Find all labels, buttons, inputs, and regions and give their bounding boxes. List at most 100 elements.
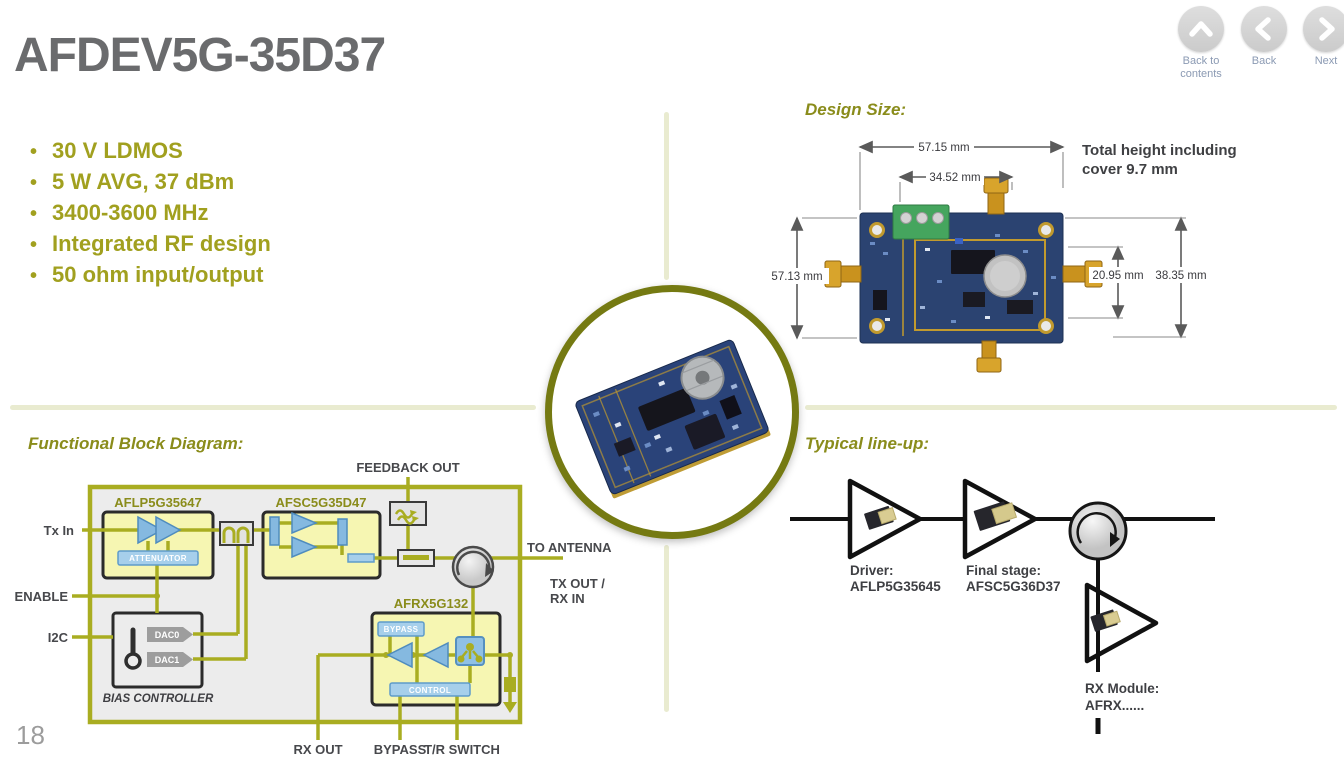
enable-label: ENABLE xyxy=(15,589,69,604)
sma-connector-bottom xyxy=(976,340,1002,373)
tr-switch-symbol xyxy=(455,636,485,666)
chevron-left-icon xyxy=(1255,17,1271,41)
rx-module-label: RX Module: xyxy=(1085,681,1159,696)
pcb-trace-outline xyxy=(581,345,763,489)
terminal-block xyxy=(892,204,950,240)
isolator-can xyxy=(680,355,725,400)
mounting-holes xyxy=(869,222,1054,334)
functional-block-diagram: ATTENUATOR BYPASS CONTROL xyxy=(15,460,613,757)
product-photo-badge xyxy=(545,285,799,539)
bullet-dot: • xyxy=(30,172,38,194)
pcb-board xyxy=(859,212,1064,344)
dac0-tag: DAC0 xyxy=(147,627,193,642)
bullet-dot: • xyxy=(30,265,38,287)
dac1-tag: DAC1 xyxy=(147,652,193,667)
attenuator-bar-label: ATTENUATOR xyxy=(129,554,187,563)
rx-out-label: RX OUT xyxy=(293,742,342,757)
gold-trace-outline xyxy=(914,239,1046,331)
main-ic xyxy=(638,388,696,431)
bias-controller-label: BIAS CONTROLLER xyxy=(103,693,214,705)
chevron-right-icon xyxy=(1319,17,1335,41)
board-components xyxy=(873,238,1033,314)
circulator-symbol xyxy=(1068,501,1128,561)
driver-block-internals: ATTENUATOR xyxy=(117,515,199,566)
pcb-texture xyxy=(592,380,739,472)
edge-ic xyxy=(719,395,742,420)
tr-switch-port-label: T/R SWITCH xyxy=(424,742,500,757)
block-diagram-heading: Functional Block Diagram: xyxy=(28,434,244,453)
back-button[interactable]: Back xyxy=(1239,6,1289,68)
termination-body xyxy=(504,677,516,692)
dimension-labels: 57.15 mm 34.52 mm 57.13 mm 20.95 mm 38.3… xyxy=(766,139,1210,284)
final-chip-photo xyxy=(973,501,1018,531)
rx-in-label: RX IN xyxy=(550,591,585,606)
bullet-text: Integrated RF design xyxy=(52,231,271,256)
tx-out-label: TX OUT / xyxy=(550,576,605,591)
sma-connector-top xyxy=(983,177,1009,215)
back-label: Back xyxy=(1251,55,1277,67)
bypass-port-label: BYPASS xyxy=(374,742,427,757)
termination-arrow xyxy=(503,702,517,713)
list-item: • 50 ohm input/output xyxy=(30,262,271,293)
design-size-drawing: 57.15 mm 34.52 mm 57.13 mm 20.95 mm 38.3… xyxy=(766,139,1210,373)
next-label: Next xyxy=(1314,55,1338,67)
back-circle[interactable] xyxy=(1241,6,1287,52)
driver-chip-photo xyxy=(864,505,897,530)
chevron-up-icon xyxy=(1189,21,1213,37)
directional-coupler xyxy=(397,549,435,567)
bullet-dot: • xyxy=(30,203,38,225)
final-part: AFSC5G36D37 xyxy=(966,579,1061,594)
rx-block-internals: BYPASS CONTROL xyxy=(377,621,485,697)
total-height-note: Total height including cover 9.7 mm xyxy=(1082,142,1237,178)
bullet-dot: • xyxy=(30,141,38,163)
list-item: • 3400-3600 MHz xyxy=(30,200,271,231)
product-photo xyxy=(575,339,771,499)
divider-horizontal-left xyxy=(10,405,536,410)
lineup-heading: Typical line-up: xyxy=(805,434,930,453)
divider-vertical-bottom xyxy=(664,545,669,712)
bypass-bar-label: BYPASS xyxy=(384,625,419,634)
driver-block-label: AFLP5G35647 xyxy=(114,495,201,510)
dim-width-inner: 34.52 mm xyxy=(929,172,980,184)
pcb-texture-top xyxy=(870,234,1056,323)
bullet-text: 3400-3600 MHz xyxy=(52,200,209,225)
driver-part: AFLP5G35645 xyxy=(850,579,941,594)
bias-controller-box xyxy=(111,611,204,689)
design-size-heading: Design Size: xyxy=(805,100,907,119)
rx-chip-photo xyxy=(1090,609,1121,632)
dim-width-outer: 57.15 mm xyxy=(918,142,969,154)
next-circle[interactable] xyxy=(1303,6,1344,52)
list-item: • 5 W AVG, 37 dBm xyxy=(30,169,271,200)
circulator-symbol xyxy=(451,545,495,589)
list-item: •Integrated RF design xyxy=(30,231,271,262)
dim-height-inner: 20.95 mm xyxy=(1092,270,1143,282)
sma-connector-left xyxy=(824,260,862,288)
to-antenna-label: TO ANTENNA xyxy=(527,540,612,555)
next-button[interactable]: Next xyxy=(1301,6,1344,68)
back-to-contents-button[interactable]: Back to contents xyxy=(1176,6,1226,81)
i2c-label: I2C xyxy=(48,630,69,645)
dim-height-outer: 38.35 mm xyxy=(1155,270,1206,282)
driver-label: Driver: xyxy=(850,563,894,578)
final-block-label: AFSC5G35D47 xyxy=(275,495,366,510)
rx-module-part: AFRX...... xyxy=(1085,698,1144,713)
control-bar-label: CONTROL xyxy=(409,686,451,695)
dac1-label: DAC1 xyxy=(155,655,180,665)
page-number: 18 xyxy=(16,720,45,750)
back-to-contents-circle[interactable] xyxy=(1178,6,1224,52)
back-to-contents-label: Back to contents xyxy=(1180,55,1222,80)
feedback-out-label: FEEDBACK OUT xyxy=(356,460,459,475)
final-block-internals xyxy=(269,511,375,563)
rx-amp-symbol xyxy=(1084,582,1159,664)
small-ic xyxy=(613,437,636,457)
bullet-text: 50 ohm input/output xyxy=(52,262,264,287)
typical-lineup-schematic: Driver: AFLP5G35645 Final stage: AFSC5G3… xyxy=(790,478,1215,734)
pcb-top-view xyxy=(824,177,1108,373)
list-item: •30 V LDMOS xyxy=(30,138,271,169)
page-title: AFDEV5G-35D37 xyxy=(14,29,386,82)
bullet-text: 5 W AVG, 37 dBm xyxy=(52,169,235,194)
tx-in-label: Tx In xyxy=(44,523,74,538)
feedback-filter xyxy=(389,501,427,526)
feature-bullet-list: •30 V LDMOS • 5 W AVG, 37 dBm • 3400-3600 … xyxy=(30,138,271,293)
